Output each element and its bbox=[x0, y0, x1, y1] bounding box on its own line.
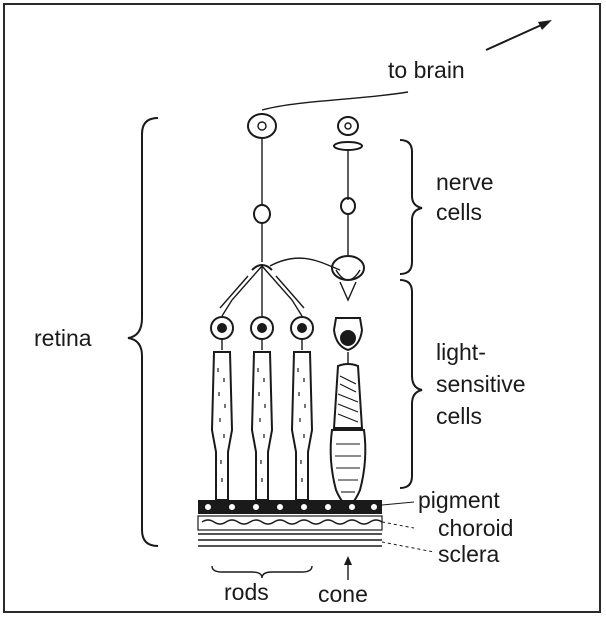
retina-brace bbox=[128, 118, 158, 546]
choroid-label: choroid bbox=[438, 515, 513, 541]
rod-left bbox=[211, 317, 233, 500]
optic-nerve-fiber bbox=[262, 92, 408, 110]
retina-label: retina bbox=[34, 325, 92, 351]
to-brain-arrow bbox=[486, 20, 552, 50]
rod-bipolar-cell bbox=[254, 205, 270, 262]
light-sensitive-label-line2: sensitive bbox=[436, 371, 525, 397]
rod-synapse bbox=[220, 258, 340, 316]
nerve-cells-label-line1: nerve bbox=[436, 169, 494, 195]
to-brain-label: to brain bbox=[388, 57, 465, 83]
pigment-layer bbox=[198, 500, 382, 514]
sclera-label: sclera bbox=[438, 541, 500, 567]
cone-arrow bbox=[344, 556, 352, 580]
rods-bracket bbox=[212, 566, 312, 578]
nerve-cells-brace bbox=[400, 140, 422, 274]
cone-ganglion-cell bbox=[334, 117, 362, 200]
rod-right bbox=[291, 317, 313, 500]
rods-label: rods bbox=[224, 579, 269, 605]
pigment-label: pigment bbox=[418, 487, 500, 513]
rod-ganglion-cell bbox=[248, 114, 276, 206]
light-sensitive-label-line1: light- bbox=[436, 339, 486, 365]
nerve-cells-label-line2: cells bbox=[436, 199, 482, 225]
choroid-layer bbox=[198, 516, 382, 530]
light-sensitive-label-line3: cells bbox=[436, 403, 482, 429]
cone-label: cone bbox=[318, 581, 368, 607]
cone-bipolar-cell bbox=[332, 198, 364, 300]
cone-cell bbox=[331, 318, 366, 506]
sclera-layer bbox=[198, 534, 382, 546]
light-sensitive-brace bbox=[400, 280, 422, 488]
rod-middle bbox=[251, 317, 273, 500]
